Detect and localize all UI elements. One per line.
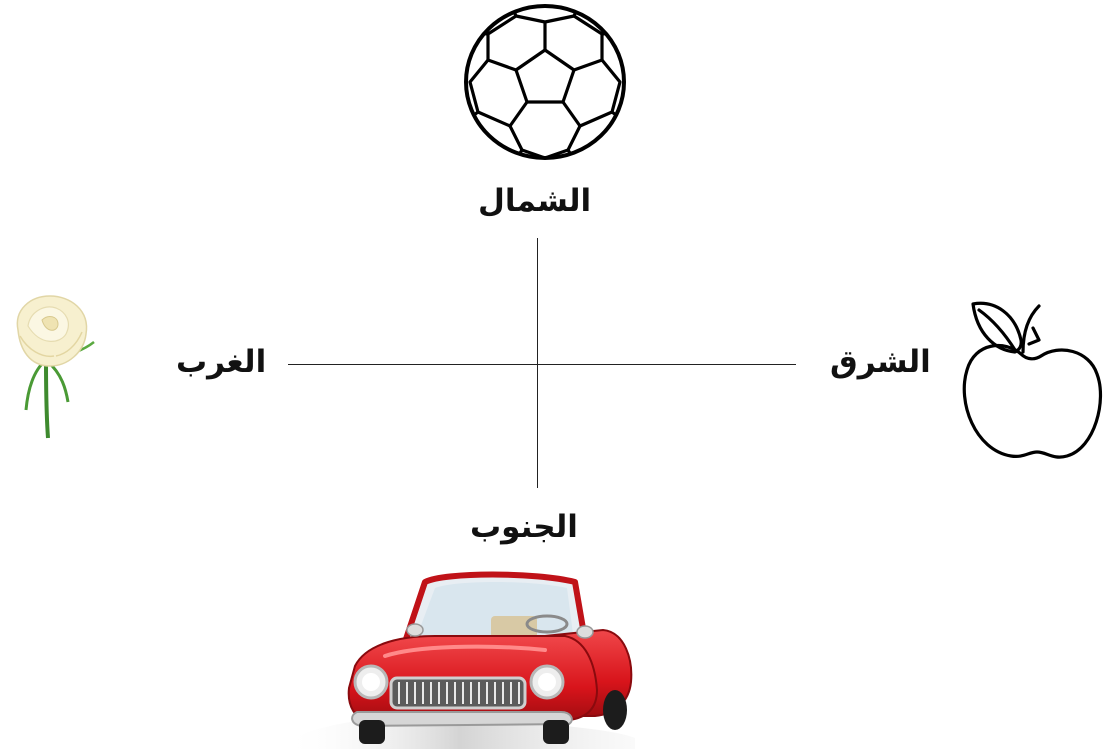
south-label: الجنوب — [470, 509, 578, 545]
red-convertible-car-icon — [285, 570, 635, 749]
east-label: الشرق — [830, 344, 931, 380]
apple-outline-icon — [955, 290, 1105, 462]
white-rose-icon — [6, 290, 98, 440]
horizontal-axis-line — [288, 364, 796, 366]
vertical-axis-line — [537, 238, 539, 488]
west-label: الغرب — [176, 344, 267, 380]
soccer-ball-icon — [462, 2, 628, 162]
north-label: الشمال — [478, 183, 592, 219]
